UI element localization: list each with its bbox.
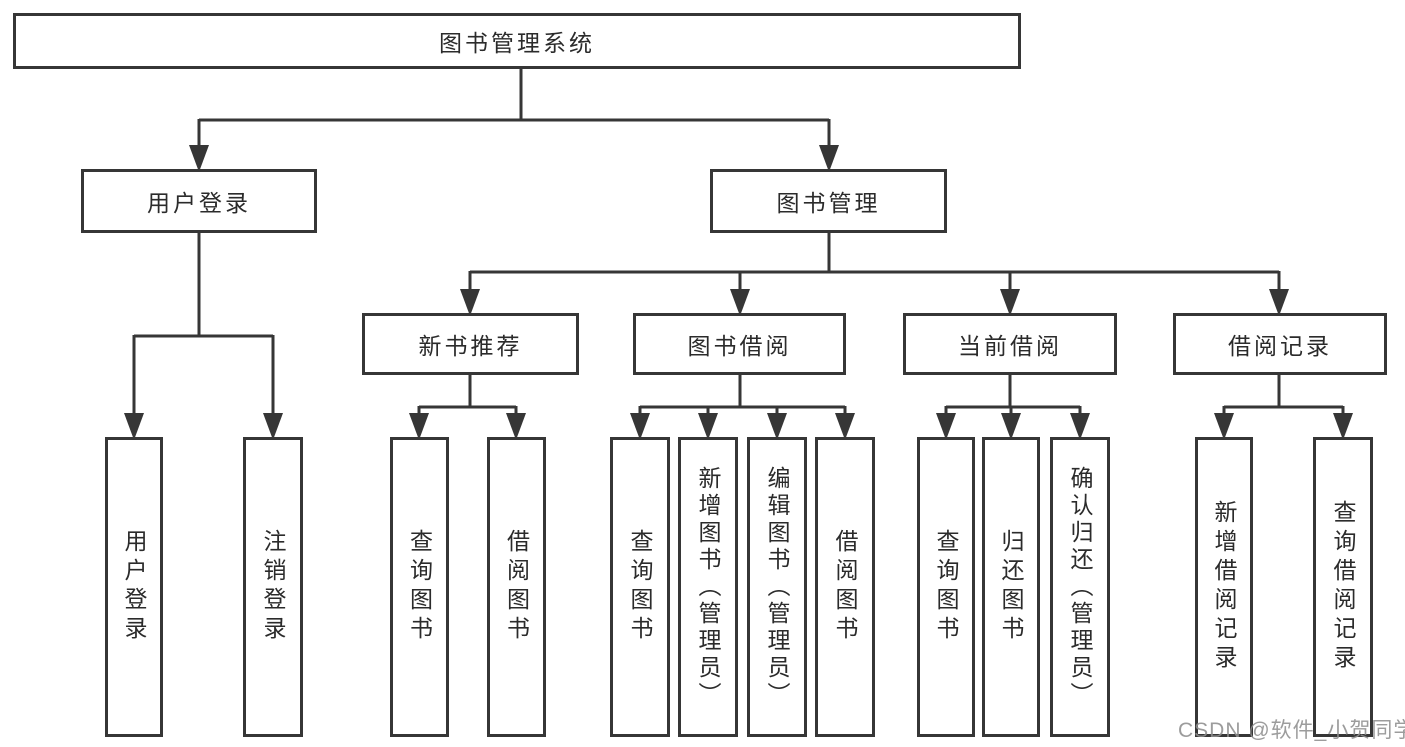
node-book-management-label: 图书管理 — [776, 190, 881, 216]
node-current-borrowing-label: 当前借阅 — [958, 333, 1062, 359]
leaf-borrow-books-borrowing-label: 借阅图书 — [832, 529, 858, 645]
node-borrowing-records: 借阅记录 — [1173, 313, 1387, 375]
leaf-add-borrow-record-label: 新增借阅记录 — [1211, 500, 1237, 674]
connector-root-to-level1 — [189, 68, 839, 172]
leaf-query-books-borrowing-label: 查询图书 — [627, 529, 653, 645]
leaf-query-books-borrowing: 查询图书 — [610, 437, 670, 737]
node-user-login-label: 用户登录 — [147, 190, 251, 216]
node-library-system: 图书管理系统 — [13, 13, 1021, 69]
leaf-query-books-recommend: 查询图书 — [390, 437, 449, 737]
leaf-return-books: 归还图书 — [982, 437, 1040, 737]
leaf-confirm-return-admin: 确认归还（管理员） — [1050, 437, 1110, 737]
leaf-add-book-admin: 新增图书（管理员） — [678, 437, 738, 737]
connector-borrowing-records-to-leaves — [1214, 375, 1353, 440]
node-new-book-recommendation: 新书推荐 — [362, 313, 579, 375]
leaf-borrow-books-recommend: 借阅图书 — [487, 437, 546, 737]
leaf-add-borrow-record: 新增借阅记录 — [1195, 437, 1253, 737]
node-book-management: 图书管理 — [710, 169, 947, 233]
leaf-user-login-label: 用户登录 — [121, 529, 147, 645]
watermark: CSDN @软件_小贺同学 — [1178, 719, 1405, 742]
leaf-return-books-label: 归还图书 — [998, 529, 1024, 645]
node-current-borrowing: 当前借阅 — [903, 313, 1117, 375]
node-borrowing-records-label: 借阅记录 — [1228, 333, 1332, 359]
leaf-query-books-recommend-label: 查询图书 — [406, 529, 433, 645]
connector-book-management-to-level2 — [460, 233, 1289, 316]
leaf-confirm-return-admin-label: 确认归还（管理员） — [1067, 465, 1093, 709]
leaf-query-books-current: 查询图书 — [917, 437, 975, 737]
leaf-edit-book-admin-label: 编辑图书（管理员） — [764, 465, 790, 709]
leaf-query-borrow-record: 查询借阅记录 — [1313, 437, 1373, 737]
leaf-edit-book-admin: 编辑图书（管理员） — [747, 437, 807, 737]
node-book-borrowing-label: 图书借阅 — [687, 333, 792, 359]
connector-new-book-recommendation-to-leaves — [409, 375, 526, 440]
connector-book-borrowing-to-leaves — [630, 375, 855, 440]
node-new-book-recommendation-label: 新书推荐 — [418, 333, 523, 359]
node-book-borrowing: 图书借阅 — [633, 313, 846, 375]
leaf-query-borrow-record-label: 查询借阅记录 — [1330, 500, 1356, 674]
leaf-add-book-admin-label: 新增图书（管理员） — [695, 465, 721, 709]
node-user-login: 用户登录 — [81, 169, 317, 233]
connector-current-borrowing-to-leaves — [936, 375, 1090, 440]
leaf-query-books-current-label: 查询图书 — [933, 529, 959, 645]
leaf-logout-login: 注销登录 — [243, 437, 303, 737]
node-library-system-label: 图书管理系统 — [439, 30, 595, 56]
leaf-borrow-books-recommend-label: 借阅图书 — [503, 529, 530, 645]
leaf-user-login: 用户登录 — [105, 437, 163, 737]
leaf-logout-login-label: 注销登录 — [260, 529, 286, 645]
leaf-borrow-books-borrowing: 借阅图书 — [815, 437, 875, 737]
connector-user-login-to-leaves — [124, 233, 283, 440]
